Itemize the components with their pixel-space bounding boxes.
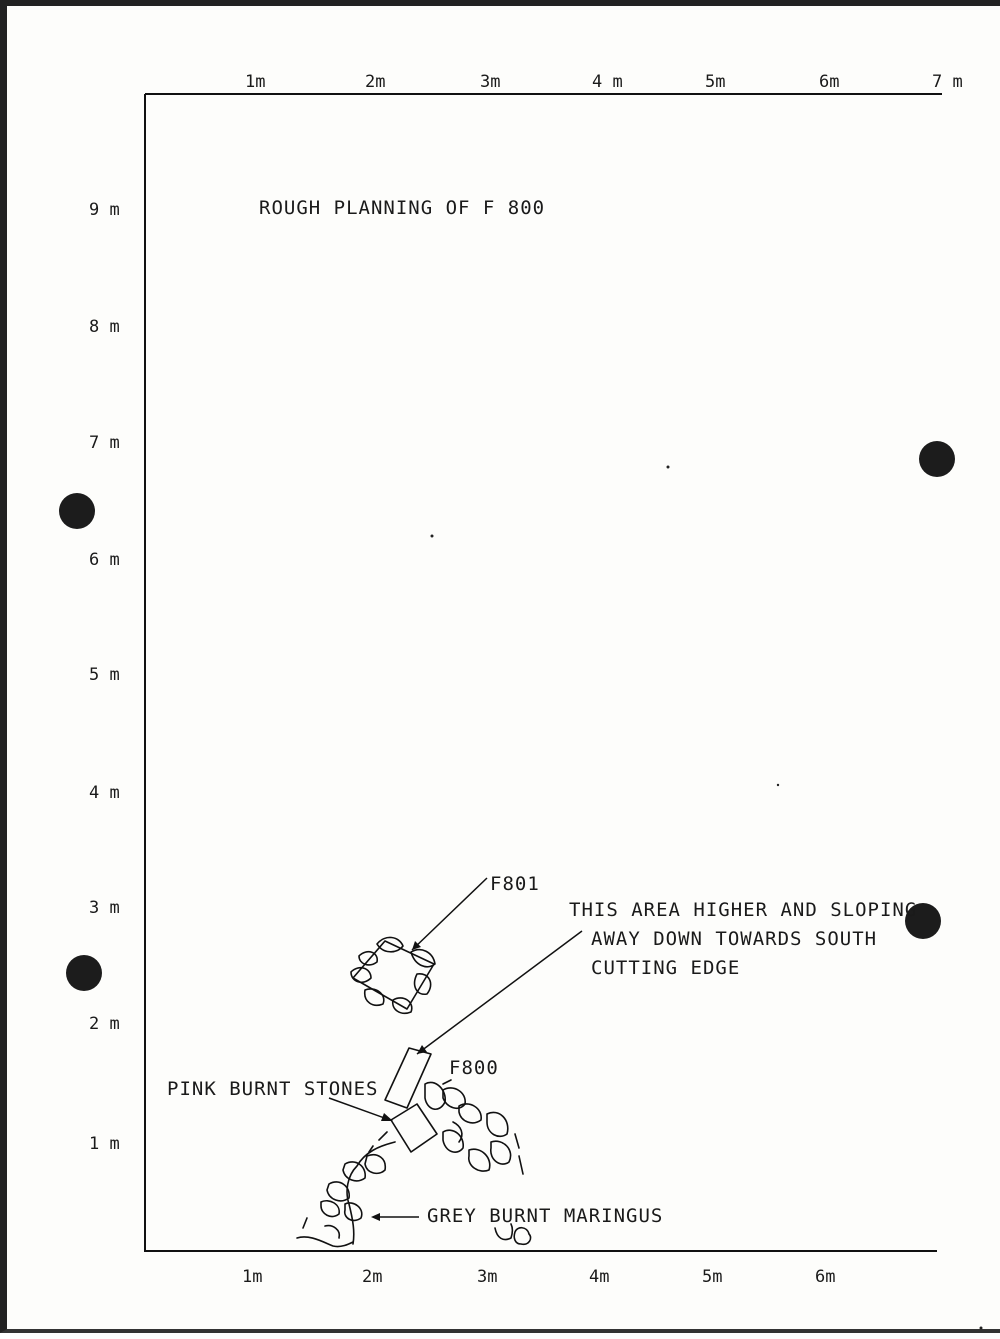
left-tick-label: 3 m bbox=[89, 898, 120, 918]
left-tick-label: 8 m bbox=[89, 317, 120, 337]
grey-burnt-maringus-label: GREY BURNT MARINGUS bbox=[427, 1205, 663, 1227]
left-tick-label: 1 m bbox=[89, 1134, 120, 1154]
punch-holes bbox=[59, 441, 955, 991]
area-note-line-3: CUTTING EDGE bbox=[591, 957, 740, 979]
f801-arrowhead bbox=[412, 941, 421, 950]
left-tick-label: 7 m bbox=[89, 433, 120, 453]
top-tick-label: 2m bbox=[365, 72, 385, 92]
area-note-leader bbox=[416, 930, 583, 1055]
f801-feature bbox=[350, 936, 436, 1015]
left-tick-label: 4 m bbox=[89, 783, 120, 803]
left-axis: 9 m 8 m 7 m 6 m 5 m 4 m 3 m 2 m 1 m bbox=[89, 200, 120, 1154]
left-tick-label: 9 m bbox=[89, 200, 120, 220]
drawing-title: ROUGH PLANNING OF F 800 bbox=[259, 197, 545, 219]
top-tick-label: 7 m bbox=[932, 72, 963, 92]
punch-hole bbox=[905, 903, 941, 939]
punch-hole bbox=[66, 955, 102, 991]
top-tick-label: 5m bbox=[705, 72, 725, 92]
top-tick-label: 4 m bbox=[592, 72, 623, 92]
f801-label: F801 bbox=[490, 873, 540, 895]
bottom-axis: 1m 2m 3m 4m 5m 6m bbox=[242, 1267, 835, 1287]
bottom-tick-label: 6m bbox=[815, 1267, 835, 1287]
f800-label: F800 bbox=[449, 1057, 499, 1079]
bottom-tick-label: 4m bbox=[589, 1267, 609, 1287]
plan-frame bbox=[144, 93, 942, 1252]
bottom-tick-label: 5m bbox=[702, 1267, 722, 1287]
f800-feature bbox=[296, 1047, 532, 1248]
left-tick-label: 2 m bbox=[89, 1014, 120, 1034]
area-note-line-2: AWAY DOWN TOWARDS SOUTH bbox=[591, 928, 877, 950]
punch-hole bbox=[59, 493, 95, 529]
top-tick-label: 1m bbox=[245, 72, 265, 92]
left-tick-label: 6 m bbox=[89, 550, 120, 570]
pink-arrowhead bbox=[381, 1113, 393, 1121]
specks bbox=[430, 465, 983, 1330]
bottom-tick-label: 1m bbox=[242, 1267, 262, 1287]
punch-hole bbox=[919, 441, 955, 477]
bottom-tick-label: 3m bbox=[477, 1267, 497, 1287]
pink-leader bbox=[328, 1097, 391, 1121]
f801-leader bbox=[411, 877, 488, 951]
grey-arrowhead bbox=[371, 1213, 380, 1221]
pink-burnt-stones-label: PINK BURNT STONES bbox=[167, 1078, 378, 1100]
top-axis: 1m 2m 3m 4 m 5m 6m 7 m bbox=[245, 72, 963, 92]
top-tick-label: 3m bbox=[480, 72, 500, 92]
bottom-tick-label: 2m bbox=[362, 1267, 382, 1287]
site-plan: 1m 2m 3m 4 m 5m 6m 7 m 1m 2m 3m 4m 5m 6m… bbox=[59, 72, 983, 1330]
area-note-line-1: THIS AREA HIGHER AND SLOPING bbox=[569, 899, 917, 921]
left-tick-label: 5 m bbox=[89, 665, 120, 685]
top-tick-label: 6m bbox=[819, 72, 839, 92]
